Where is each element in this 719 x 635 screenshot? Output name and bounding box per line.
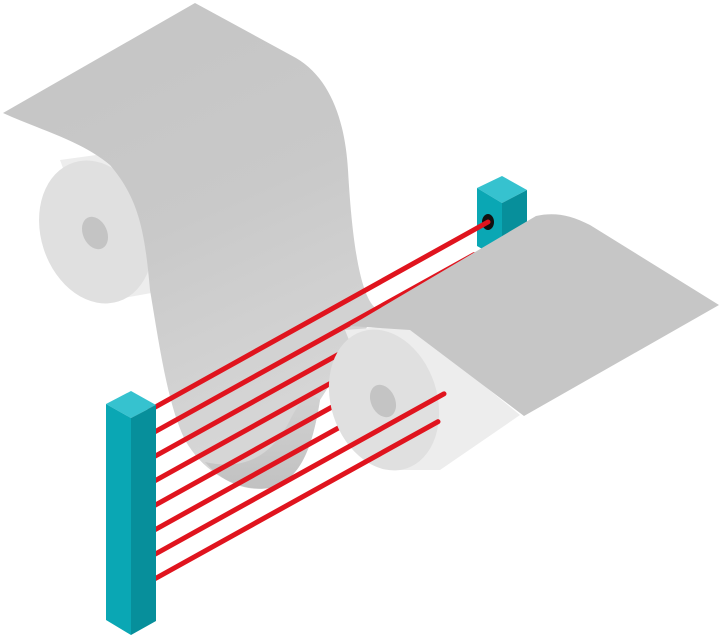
- paper-web-upper-sheet: [3, 3, 378, 489]
- left-paper-roll: [39, 152, 168, 304]
- paper-web-loop-shadow: [205, 396, 320, 489]
- receiver-post-top: [477, 176, 527, 203]
- light-beam: [147, 391, 447, 560]
- light-curtain-beams-front: [147, 391, 447, 584]
- right-roll-core: [369, 384, 397, 418]
- right-paper-roll: [328, 214, 719, 471]
- transmitter-post-side: [131, 405, 156, 635]
- transmitter-post-front: [106, 404, 131, 635]
- transmitter-post: [106, 391, 156, 635]
- light-beam: [147, 419, 441, 584]
- left-roll-core: [81, 216, 109, 250]
- light-beam: [147, 219, 491, 413]
- transmitter-post-top: [106, 391, 156, 418]
- paper-web-outgoing-sheet: [350, 214, 719, 416]
